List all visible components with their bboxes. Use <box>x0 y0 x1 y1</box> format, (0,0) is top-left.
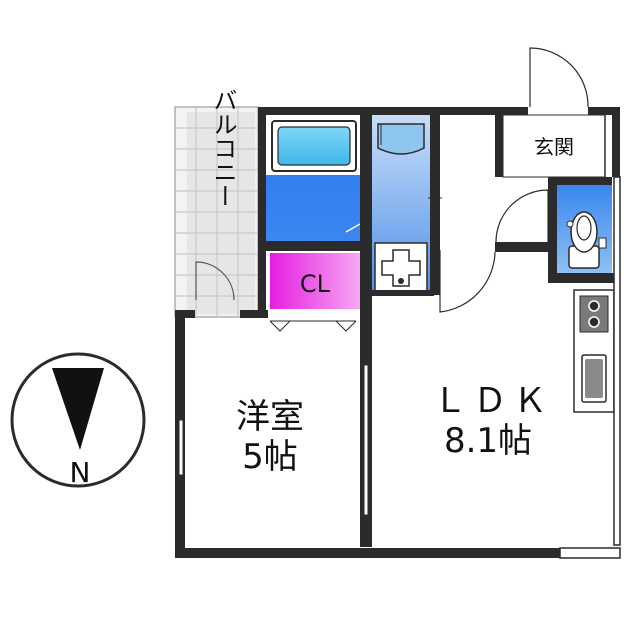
ldk-name: ＬＤＫ <box>433 381 553 421</box>
western-room-name: 洋室 <box>236 397 304 437</box>
bathroom <box>266 115 361 241</box>
kitchen-counter <box>573 289 615 413</box>
ldk-door-swing <box>439 250 496 313</box>
compass-label: N <box>70 456 91 489</box>
closet: CL <box>270 253 360 309</box>
svg-text:バルコニー: バルコニー <box>209 88 237 208</box>
north-arrow-icon <box>52 368 104 450</box>
ldk-size: 8.1帖 <box>444 421 532 461</box>
closet-doors <box>269 320 357 332</box>
entrance-label: 玄関 <box>534 135 574 159</box>
wash-basin <box>377 123 425 155</box>
western-room-size: 5帖 <box>242 437 298 477</box>
balcony <box>174 106 259 318</box>
closet-label: CL <box>300 270 331 298</box>
windows <box>178 364 369 516</box>
washroom <box>372 115 442 295</box>
north-compass: N <box>10 352 146 489</box>
walls <box>175 107 621 559</box>
balcony-label: バルコニー <box>209 88 237 208</box>
entrance-door-swing <box>529 47 589 108</box>
toilet-room <box>557 185 612 273</box>
entrance: 玄関 <box>495 47 606 243</box>
